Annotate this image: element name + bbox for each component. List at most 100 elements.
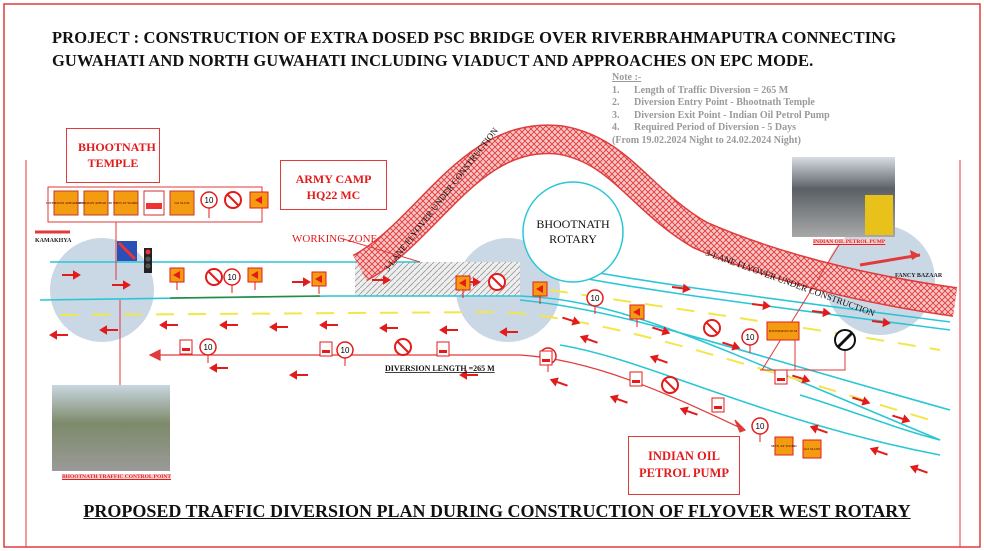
- traffic-arrow: [562, 316, 581, 326]
- petrol-pump-label: PETROL PUMP: [639, 466, 729, 480]
- end-of-restriction-sign: [834, 329, 856, 351]
- traffic-arrow: [112, 280, 131, 290]
- sign-text: DIVERSION AHEAD 100 M: [76, 190, 116, 216]
- rotary-label-1: BHOOTNATH: [536, 217, 610, 231]
- photo-left-caption: BHOOTNATH TRAFFIC CONTROL POINT: [62, 474, 172, 480]
- indian-oil-label: INDIAN OIL: [648, 449, 720, 463]
- footer-title: PROPOSED TRAFFIC DIVERSION PLAN DURING C…: [83, 501, 911, 521]
- no-entry-sign: [117, 241, 137, 261]
- traffic-arrow: [909, 464, 928, 474]
- note-num: 2.: [612, 97, 620, 109]
- traffic-arrow: [289, 370, 308, 380]
- traffic-arrow: [679, 406, 698, 416]
- svg-text:10: 10: [756, 422, 765, 431]
- traffic-arrow: [549, 377, 568, 387]
- traffic-arrow: [722, 341, 741, 351]
- bhootnath-rotary: [522, 181, 624, 283]
- svg-text:MEN AT WORK: MEN AT WORK: [771, 444, 797, 448]
- no-u-turn-sign: [205, 268, 223, 286]
- traffic-arrow: [219, 320, 238, 330]
- diversion-length-label: DIVERSION LENGTH =265 M: [385, 364, 495, 373]
- speed-limit-sign: 10: [199, 338, 217, 363]
- page-border: [3, 3, 981, 548]
- working-zone-label: WORKING ZONE: [292, 233, 378, 245]
- note-item: 3.Diversion Exit Point - Indian Oil Petr…: [612, 110, 830, 123]
- page-title: PROJECT : CONSTRUCTION OF EXTRA DOSED PS…: [52, 26, 896, 72]
- men-at-work-sign: MEN AT WORK: [771, 436, 797, 456]
- traffic-arrow: [379, 323, 398, 333]
- bhootnath-temple-box: BHOOTNATH TEMPLE: [66, 128, 160, 183]
- traffic-arrow: [892, 414, 911, 424]
- sign-text: DIVERSION AHEAD 200 M: [46, 190, 86, 216]
- no-u-turn-sign: [488, 273, 506, 291]
- traffic-arrow: [809, 424, 828, 434]
- traffic-arrow: [579, 334, 598, 344]
- note-heading: Note :-: [612, 72, 642, 83]
- traffic-arrow: [159, 320, 178, 330]
- warning-sign: [247, 267, 263, 290]
- traffic-arrow: [459, 370, 478, 380]
- sign-speed: 10: [200, 191, 218, 218]
- sign-text: GO SLOW: [169, 190, 195, 216]
- svg-text:MEN AT WORK: MEN AT WORK: [114, 201, 138, 205]
- army-camp-box: ARMY CAMP HQ22 MC: [280, 160, 387, 210]
- traffic-arrow: [62, 270, 81, 280]
- note-num: 3.: [612, 109, 620, 121]
- traffic-arrow: [439, 325, 458, 335]
- svg-text:10: 10: [228, 273, 237, 282]
- warning-sign: [455, 275, 471, 298]
- traffic-arrows: [49, 270, 928, 474]
- indian-oil-box: INDIAN OIL PETROL PUMP: [628, 436, 740, 495]
- note-text: Length of Traffic Diversion = 265 M: [634, 84, 789, 96]
- note-text: Diversion Entry Point - Bhootnath Temple: [634, 97, 815, 109]
- warning-sign: [532, 281, 548, 304]
- traffic-arrow: [869, 446, 888, 456]
- svg-text:10: 10: [204, 343, 213, 352]
- sign-noparking: [143, 190, 165, 216]
- diversion-sign: DIVERSION 50 M: [766, 321, 800, 341]
- warning-sign: [169, 267, 185, 290]
- svg-text:10: 10: [341, 346, 350, 355]
- traffic-arrow: [209, 363, 228, 373]
- flyover-under-construction: [353, 125, 957, 316]
- traffic-arrow: [319, 320, 338, 330]
- note-num: 4.: [612, 122, 620, 134]
- rotary-label-2: ROTARY: [549, 232, 597, 246]
- svg-text:10: 10: [591, 294, 600, 303]
- roadside-sign: [711, 397, 725, 413]
- traffic-arrow: [811, 307, 831, 318]
- kamakhya-label: KAMAKHYA: [35, 238, 72, 244]
- svg-text:DIVERSION 50 M: DIVERSION 50 M: [769, 329, 798, 333]
- roadside-sign: [319, 341, 333, 357]
- speed-limit-sign: 10: [223, 268, 241, 293]
- svg-text:10: 10: [746, 333, 755, 342]
- army-camp-unit: HQ22 MC: [306, 188, 361, 202]
- note-item: 4.Required Period of Diversion - 5 Days: [612, 122, 830, 135]
- note-num: 1.: [612, 84, 620, 96]
- warning-sign: [311, 271, 327, 294]
- roadside-sign: [436, 341, 450, 357]
- traffic-arrow: [671, 283, 691, 294]
- roadside-sign: [774, 369, 788, 385]
- roadside-sign: [179, 339, 193, 355]
- sign-text: MEN AT WORK: [113, 190, 139, 216]
- svg-text:GO SLOW: GO SLOW: [174, 201, 190, 205]
- roadside-sign: [539, 350, 553, 366]
- traffic-arrow: [871, 317, 891, 328]
- note-item: 2. Diversion Entry Point - Bhootnath Temp…: [612, 97, 830, 110]
- fancy-bazaar-label: FANCY BAZAAR: [895, 273, 943, 279]
- warning-sign: [629, 304, 645, 327]
- traffic-arrow: [499, 327, 518, 337]
- traffic-arrow: [652, 326, 671, 336]
- photo-right-caption: INDIAN OIL PETROL PUMP: [813, 239, 886, 245]
- speed-limit-sign: 10: [586, 289, 604, 314]
- traffic-arrow: [609, 394, 628, 404]
- note-item: 1. Length of Traffic Diversion = 265 M: [612, 85, 830, 98]
- speed-limit-sign: 10: [751, 417, 769, 442]
- traffic-arrow: [751, 300, 771, 311]
- svg-text:10: 10: [205, 196, 214, 205]
- traffic-arrow: [49, 330, 68, 340]
